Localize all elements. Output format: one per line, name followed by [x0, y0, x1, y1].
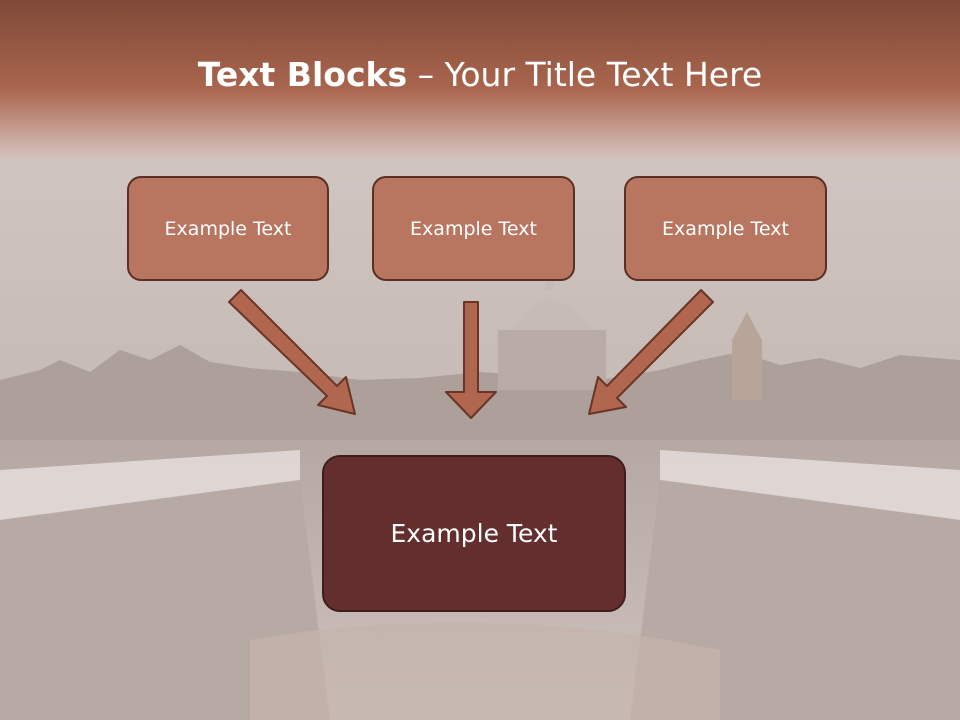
- text-block-label: Example Text: [662, 217, 789, 240]
- title-bold: Text Blocks: [197, 55, 408, 94]
- title-rest: Your Title Text Here: [444, 55, 763, 94]
- text-block-label: Example Text: [164, 217, 292, 240]
- text-block-main-label: Example Text: [390, 519, 558, 548]
- slide-title: Text Blocks – Your Title Text Here: [0, 48, 960, 102]
- title-dash: –: [407, 55, 445, 94]
- text-block-label: Example Text: [410, 217, 537, 240]
- text-block-top-center[interactable]: Example Text: [372, 176, 575, 281]
- text-block-main[interactable]: Example Text: [322, 455, 626, 612]
- text-block-top-right[interactable]: Example Text: [624, 176, 827, 281]
- text-block-top-left[interactable]: Example Text: [127, 176, 329, 281]
